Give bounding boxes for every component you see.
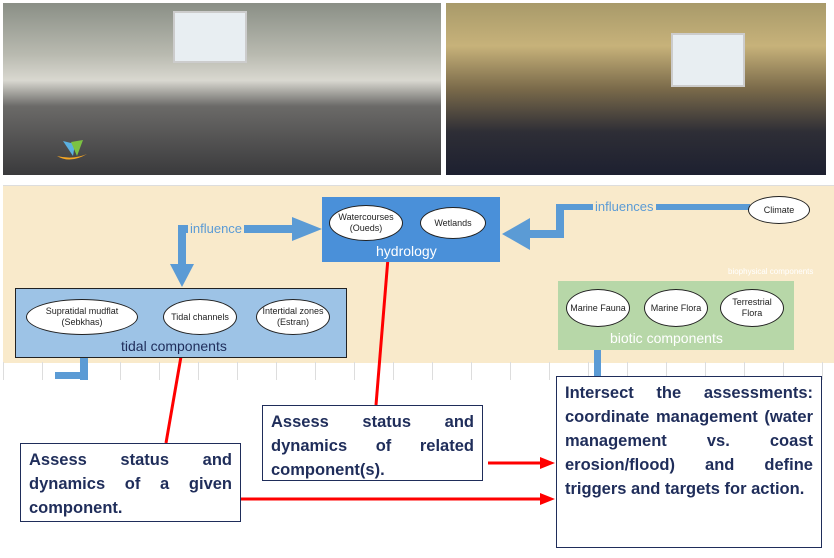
projection-screen [173, 11, 247, 63]
red-arrow-to-tidal [164, 344, 185, 444]
influence-arrow-head-right [292, 217, 322, 241]
ministry-logo [57, 140, 87, 160]
biotic-components-box: Marine Fauna Marine Flora Terrestrial Fl… [558, 281, 794, 350]
grid-strip [3, 362, 834, 380]
marine-fauna-node: Marine Fauna [566, 289, 630, 327]
biotic-label: biotic components [610, 330, 723, 346]
influences-label: influences [593, 199, 656, 214]
terrestrial-flora-node: Terrestrial Flora [720, 289, 784, 327]
tidal-up-arrow [80, 355, 88, 380]
watercourses-node: Watercourses (Oueds) [329, 205, 403, 241]
influence-label: influence [188, 221, 245, 236]
tidal-channels-node: Tidal channels [163, 299, 237, 335]
hydrology-box: Watercourses (Oueds) Wetlands hydrology [322, 197, 500, 262]
hydrology-label: hydrology [376, 243, 437, 259]
marine-flora-node: Marine Flora [644, 289, 708, 327]
callout-intersect: Intersect the assessments: coordinate ma… [556, 376, 822, 548]
climate-node: Climate [748, 196, 810, 224]
workshop-photo-left [3, 3, 441, 175]
wetlands-node: Wetlands [420, 207, 486, 239]
influence-arrow-v [178, 225, 186, 265]
callout-given-component: Assess status and dynamics of a given co… [20, 443, 241, 522]
biophysical-label: biophysical components [728, 267, 814, 276]
tidal-label: tidal components [121, 338, 227, 354]
intertidal-node: Intertidal zones (Estran) [256, 299, 330, 335]
supratidal-node: Supratidal mudflat (Sebkhas) [26, 299, 138, 335]
workshop-photo-right [446, 3, 826, 175]
callout-related-components: Assess status and dynamics of related co… [262, 405, 483, 481]
tidal-components-box: Supratidal mudflat (Sebkhas) Tidal chann… [15, 288, 347, 358]
influence-arrow-head-down [170, 264, 194, 287]
red-arrow-to-hydrology [374, 257, 390, 406]
projection-screen [671, 33, 745, 87]
biotic-up-arrow [594, 345, 601, 380]
influences-arrow-head-left [502, 218, 530, 250]
